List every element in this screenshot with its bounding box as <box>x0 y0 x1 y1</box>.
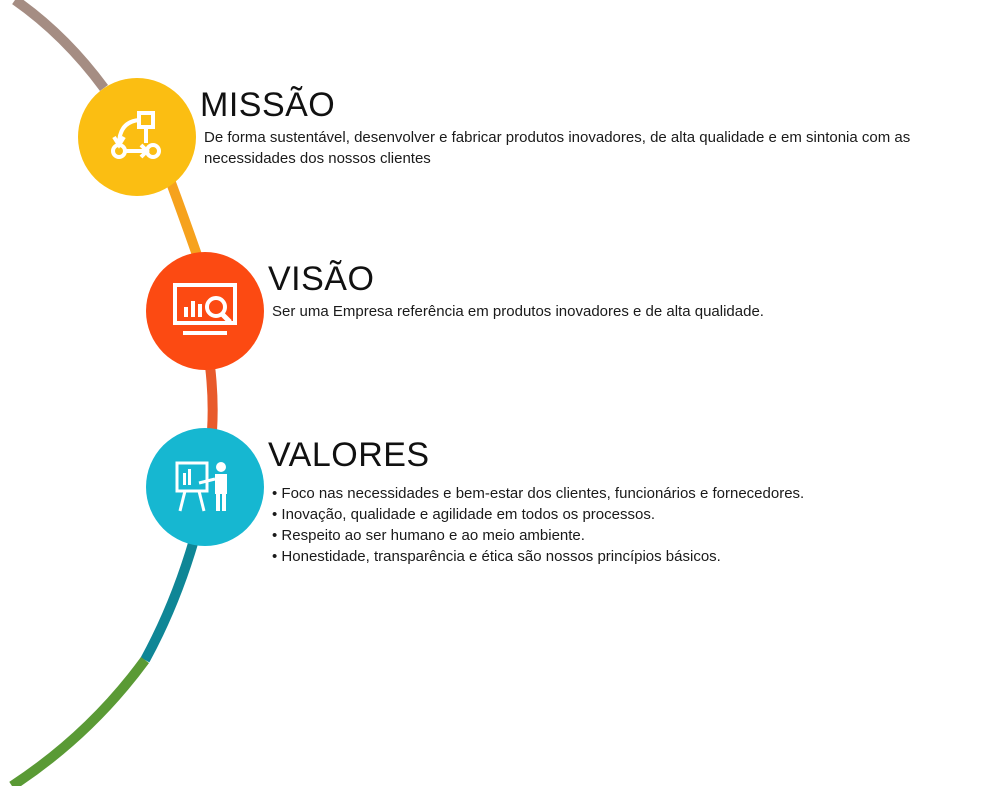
valores-list: Foco nas necessidades e bem-estar dos cl… <box>272 483 972 567</box>
monitor-analytics-icon <box>173 283 237 335</box>
arc-segment-teal <box>140 538 199 663</box>
valores-item: Inovação, qualidade e agilidade em todos… <box>272 504 972 525</box>
visao-circle <box>146 252 264 370</box>
missao-circle <box>78 78 196 196</box>
visao-title: VISÃO <box>268 260 375 298</box>
arc-segment-top <box>12 0 109 91</box>
valores-item: Respeito ao ser humano e ao meio ambient… <box>272 525 972 546</box>
valores-item: Honestidade, transparência e ética são n… <box>272 546 972 567</box>
valores-item: Foco nas necessidades e bem-estar dos cl… <box>272 483 972 504</box>
missao-title: MISSÃO <box>200 86 336 124</box>
valores-title: VALORES <box>268 436 430 474</box>
valores-circle <box>146 428 264 546</box>
arc-segment-orange <box>165 178 202 257</box>
arc-segment-red <box>205 365 218 432</box>
workflow-icon <box>111 111 161 159</box>
arc-segment-green <box>9 657 150 786</box>
missao-text: De forma sustentável, desenvolver e fabr… <box>204 129 911 167</box>
visao-text: Ser uma Empresa referência em produtos i… <box>272 303 764 320</box>
presentation-icon <box>175 461 227 512</box>
